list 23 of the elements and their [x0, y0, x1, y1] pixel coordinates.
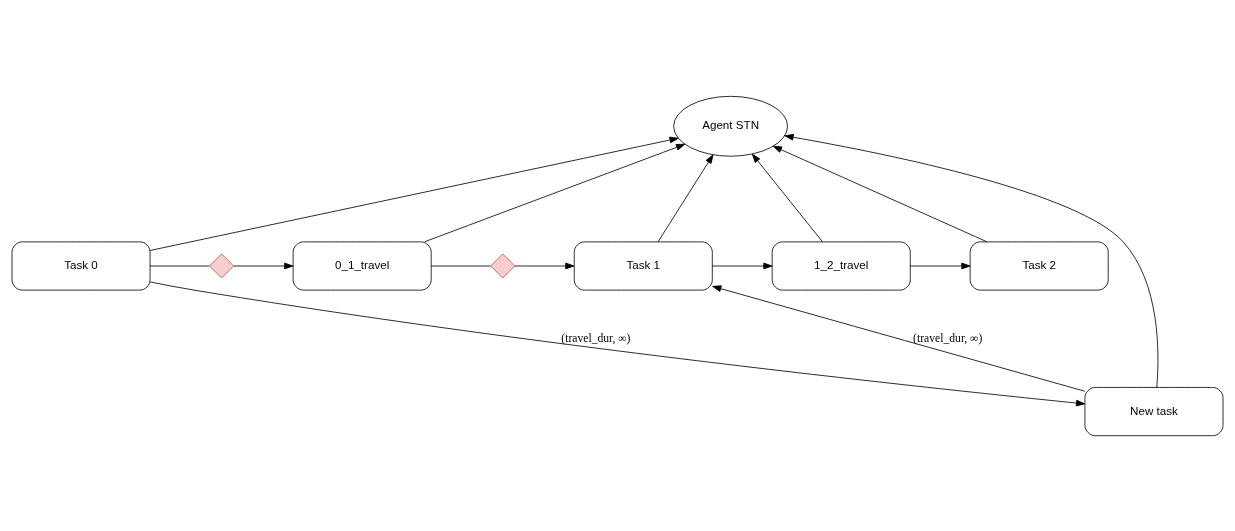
arrow	[149, 281, 1086, 406]
node-cross	[490, 253, 516, 278]
edge-label: (travel_dur, ∞)	[913, 331, 983, 345]
arrow	[784, 133, 1159, 388]
node-box: Task 1	[573, 240, 713, 291]
arrow	[751, 153, 823, 242]
arrow	[712, 262, 773, 269]
edge-label: (travel_dur, ∞)	[561, 331, 631, 345]
arrow	[514, 262, 575, 269]
node-box: Task 2	[969, 240, 1109, 291]
arrow	[772, 145, 988, 242]
node-box: 1_2_travel	[771, 240, 911, 291]
node-box: 0_1_travel	[292, 240, 432, 291]
arrow	[712, 284, 1086, 392]
node-box: Task 0	[11, 240, 151, 291]
arrow	[424, 143, 686, 242]
node-box: New task	[1084, 386, 1224, 436]
arrow	[657, 154, 714, 242]
connector	[430, 265, 491, 266]
node-cross	[209, 253, 235, 278]
arrow	[910, 262, 971, 269]
arrow	[149, 136, 679, 251]
arrow	[233, 262, 294, 269]
